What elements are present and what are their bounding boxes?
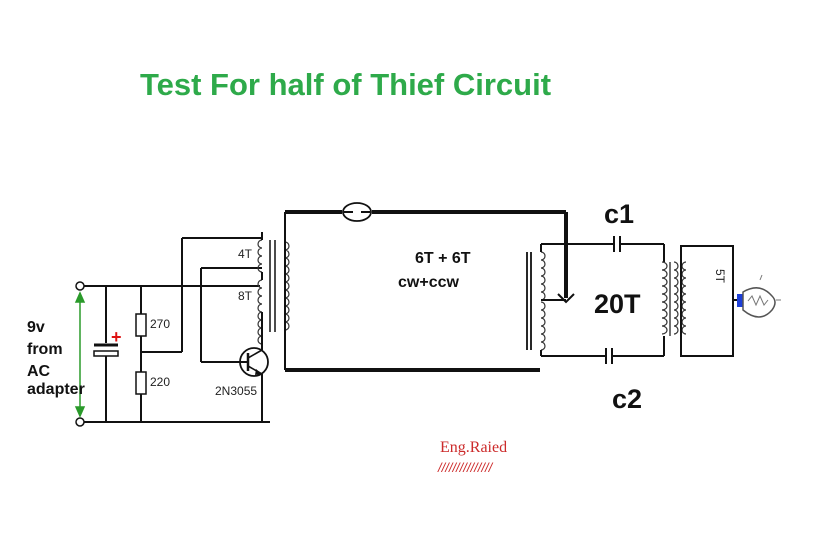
capacitor-icon bbox=[605, 348, 613, 364]
voltage-arrow-icon bbox=[74, 291, 86, 418]
center-dir-label: cw+ccw bbox=[398, 274, 459, 291]
transformer-icon: 4T 8T bbox=[238, 239, 290, 345]
npn-transistor-icon bbox=[239, 347, 269, 377]
center-transformer-icon bbox=[526, 251, 546, 351]
signature: Eng.Raied bbox=[440, 439, 507, 456]
out-primary-label: 20T bbox=[594, 289, 641, 319]
out-secondary-label: 5T bbox=[713, 269, 727, 284]
cap-c1-label: c1 bbox=[604, 199, 634, 229]
resistor-icon bbox=[135, 371, 147, 395]
resistor-220-label: 220 bbox=[150, 375, 170, 389]
winding-4t-label: 4T bbox=[238, 247, 253, 261]
battery-capacitor-icon bbox=[93, 286, 119, 422]
center-coil-label: 6T + 6T bbox=[415, 250, 471, 267]
polarity-plus: + bbox=[111, 327, 122, 347]
output-transformer-icon bbox=[661, 245, 734, 357]
cap-c2-label: c2 bbox=[612, 384, 642, 414]
signature-mark: /////////////// bbox=[437, 460, 494, 475]
resistor-icon bbox=[135, 313, 147, 337]
resistor-270-label: 270 bbox=[150, 317, 170, 331]
light-bulb-icon bbox=[737, 274, 781, 318]
transistor-label: 2N3055 bbox=[215, 384, 257, 398]
capacitor-icon bbox=[613, 236, 621, 252]
neon-lamp-icon bbox=[342, 202, 372, 222]
supply-label: 9v from AC adapter bbox=[27, 319, 85, 398]
page-title: Test For half of Thief Circuit bbox=[140, 67, 551, 102]
winding-8t-label: 8T bbox=[238, 289, 253, 303]
